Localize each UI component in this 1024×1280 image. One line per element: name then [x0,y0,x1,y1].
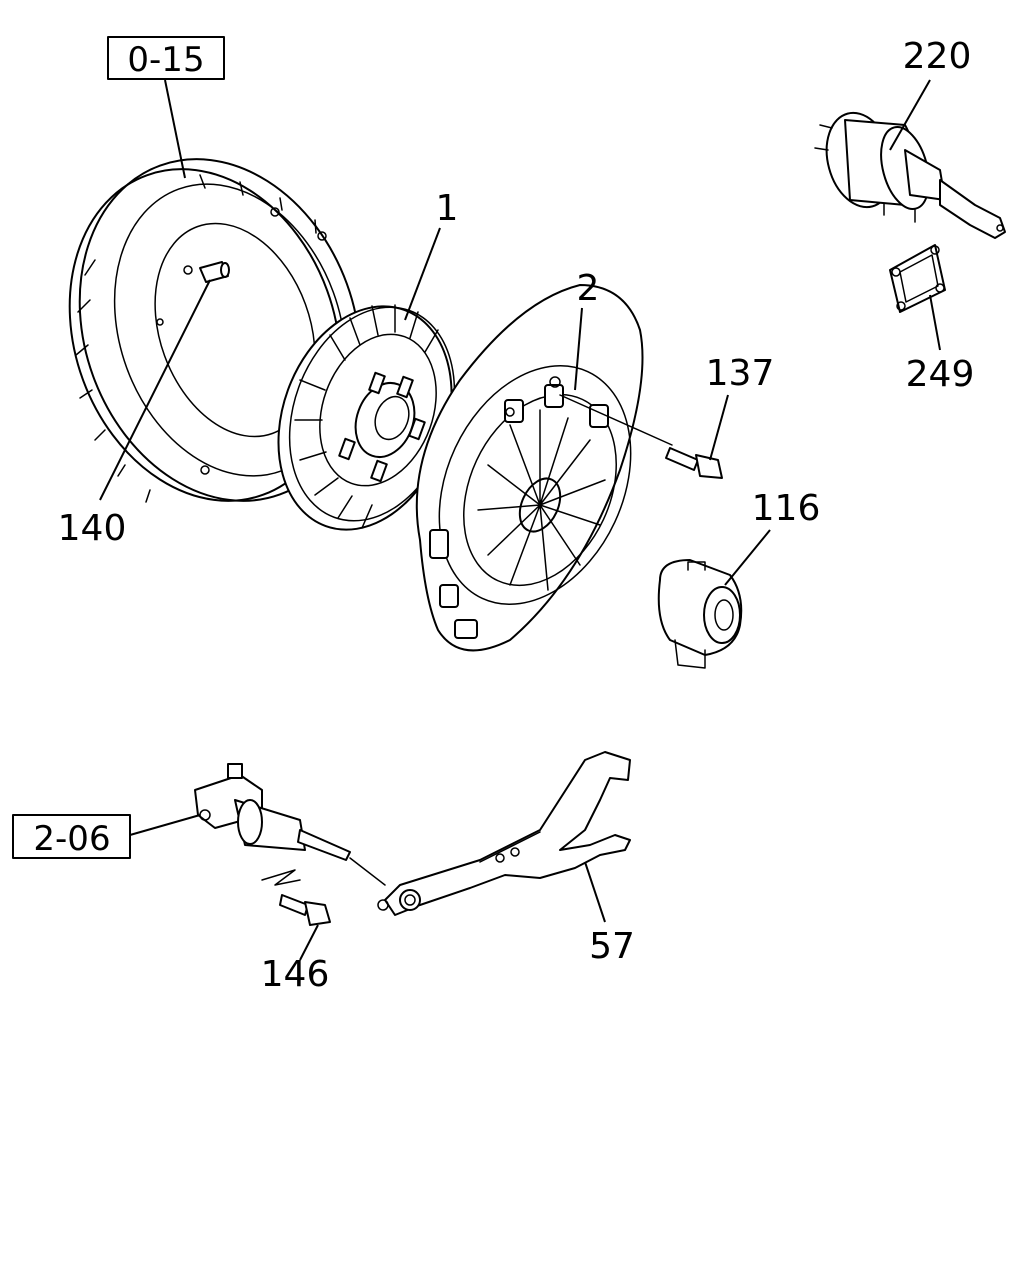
slave-cylinder [194,763,386,886]
flywheel-ref-label: 0-15 [127,40,204,80]
callout-220: 220 [903,36,972,77]
disc-leader [404,227,441,321]
plate-leader [574,307,583,391]
pin-leader [99,279,211,501]
callout-249: 249 [906,354,975,395]
bolt-137-leader [709,394,729,461]
cover-bolt [559,394,723,479]
cylinder-leader [129,814,201,836]
fork-leader [584,861,606,923]
booster-leader [889,79,931,151]
booster-gasket [889,244,946,313]
callout-1: 1 [436,188,459,229]
cylinder-ref-box [12,814,131,859]
callout-140: 140 [58,508,127,549]
flywheel [68,158,362,503]
flywheel-leader [164,79,186,179]
cylinder-ref-label: 2-06 [33,819,110,859]
callout-146: 146 [261,954,330,995]
flywheel-ref-box [107,36,225,80]
cylinder-bolt [261,869,331,926]
gasket-leader [929,294,941,351]
callout-57: 57 [589,926,635,967]
bearing-leader [724,529,771,586]
clutch-disc [277,304,456,531]
release-fork [377,751,631,916]
callout-116: 116 [752,488,821,529]
callout-137: 137 [706,353,775,394]
callout-2: 2 [577,268,600,309]
bolt-146-leader [299,924,319,961]
clutch-booster [814,111,1006,239]
release-bearing [657,559,743,669]
